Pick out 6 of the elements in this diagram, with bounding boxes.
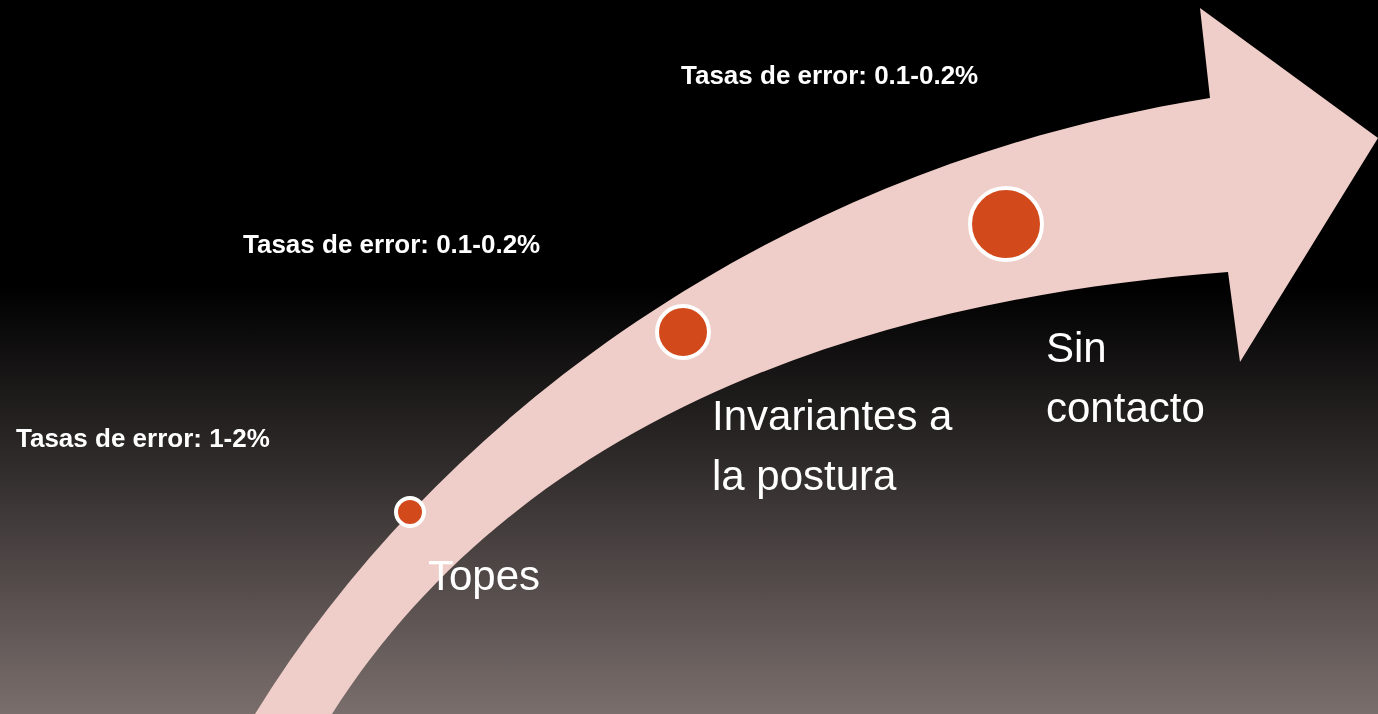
stage-dot	[394, 496, 426, 528]
error-rate-text: Tasas de error: 0.1-0.2%	[243, 229, 541, 260]
stage-label: Sin contacto	[1046, 323, 1206, 433]
error-rate-text: Tasas de error: 0.1-0.2%	[681, 60, 979, 91]
error-rate-text: Tasas de error: 1-2%	[16, 423, 270, 454]
stage-label: Invariantes a la postura	[712, 391, 954, 501]
